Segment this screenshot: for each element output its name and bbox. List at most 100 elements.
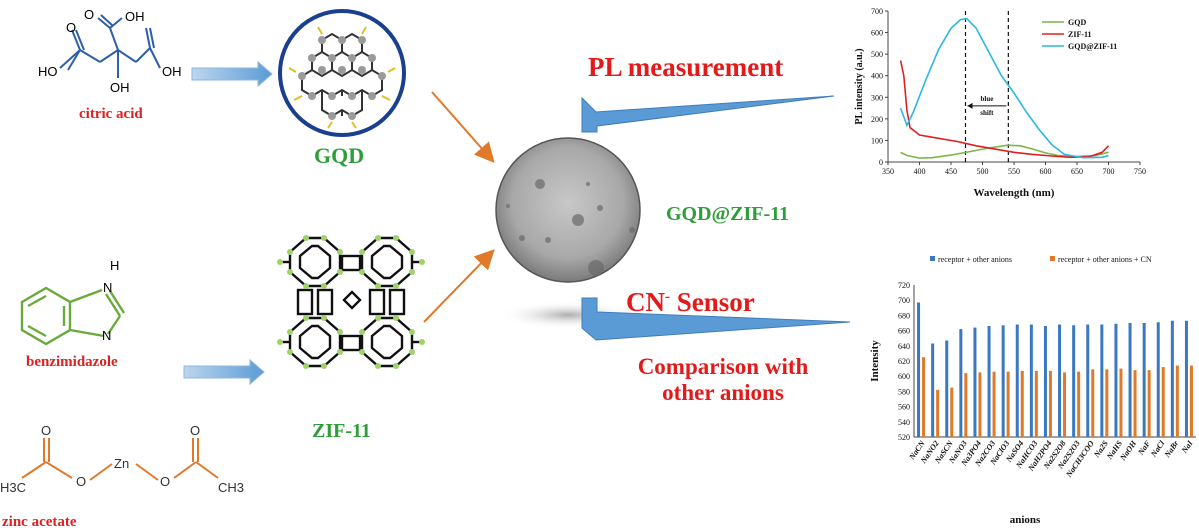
bar-anion-bar	[1156, 322, 1160, 437]
bar-cn-bar	[1034, 370, 1038, 437]
pl-x-tick-label: 500	[977, 167, 989, 176]
pl-y-tick-label: 600	[871, 29, 883, 38]
bar-legend-swatch	[1050, 256, 1055, 261]
bar-cn-bar	[978, 372, 982, 437]
bar-anion-bar	[1142, 323, 1146, 437]
pl-y-tick-label: 300	[871, 93, 883, 102]
bar-y-tick-label: 640	[898, 342, 910, 351]
bar-y-tick-label: 540	[898, 418, 910, 427]
bar-cn-bar	[964, 373, 968, 437]
pl-y-tick-label: 500	[871, 50, 883, 59]
zif-11-nodes	[277, 235, 425, 369]
bar-y-tick-label: 620	[898, 357, 910, 366]
arrow-to-bar-chart	[581, 297, 851, 341]
zif-11-framework	[280, 236, 422, 368]
zn-atom-o4: O	[190, 423, 201, 438]
bar-y-tick-label: 660	[898, 327, 910, 336]
bar-anion-bar	[973, 327, 977, 437]
bar-legend-label: receptor + other anions	[938, 255, 1012, 264]
citric-atom-oh1: OH	[125, 9, 145, 24]
bar-anion-bar	[1170, 320, 1174, 437]
bar-cn-bar	[922, 357, 926, 437]
gqd-graphene-circle	[278, 9, 406, 137]
bar-legend-swatch	[930, 256, 935, 261]
arrow-gqd-to-composite	[431, 91, 495, 163]
bar-y-tick-label: 600	[898, 372, 910, 381]
composite-label: GQD@ZIF-11	[666, 203, 790, 225]
bar-y-tick-label: 680	[898, 311, 910, 320]
bar-cn-bar	[1161, 367, 1165, 437]
cn-sensor-main: CN	[626, 287, 665, 317]
bar-cn-bar	[950, 387, 954, 437]
zn-atom-ch3: CH3	[218, 480, 245, 495]
benz-atom-h: H	[110, 258, 120, 273]
comparison-heading: Comparison with other anions	[612, 354, 834, 406]
bar-cn-bar	[1133, 370, 1137, 437]
pl-series-line	[899, 60, 1110, 159]
pl-measurement-heading: PL measurement	[588, 52, 784, 82]
comparison-line-2: other anions	[662, 380, 784, 405]
pl-x-tick-label: 750	[1134, 167, 1146, 176]
bar-cn-bar	[1006, 371, 1010, 437]
cn-sensor-rest: Sensor	[670, 287, 755, 317]
bar-y-tick-label: 520	[898, 433, 910, 442]
bar-anion-bar	[1058, 324, 1062, 437]
bar-anion-bar	[1001, 325, 1005, 437]
pl-y-axis-label: PL intensity (a.u.)	[854, 48, 865, 124]
pl-shift-arrowhead	[967, 102, 973, 109]
citric-atom-oh3: OH	[162, 64, 182, 79]
arrow-to-pl-chart	[581, 95, 835, 133]
zn-atom-o3: O	[160, 474, 171, 489]
zinc-acetate-label: zinc acetate	[2, 514, 77, 530]
bar-anion-bar	[987, 326, 991, 437]
zif-11-label: ZIF-11	[312, 420, 371, 442]
bar-anion-bar	[1086, 324, 1090, 437]
bar-y-tick-label: 580	[898, 387, 910, 396]
gqd-label: GQD	[314, 143, 365, 168]
pl-legend-label: ZIF-11	[1068, 30, 1092, 39]
bar-y-tick-label: 560	[898, 403, 910, 412]
zn-atom-zn: Zn	[114, 456, 130, 471]
citric-atom-ho: HO	[38, 64, 58, 79]
pl-x-tick-label: 650	[1071, 167, 1083, 176]
bar-cn-bar	[1147, 370, 1151, 437]
pl-x-tick-label: 450	[945, 167, 957, 176]
bar-x-axis-label: anions	[1010, 514, 1041, 526]
pl-legend-label: GQD	[1068, 18, 1086, 27]
arrow-citric-to-gqd	[191, 60, 273, 88]
arrow-benzimidazole-to-zif	[183, 358, 265, 386]
benzimidazole-label: benzimidazole	[26, 354, 118, 370]
zn-atom-o1: O	[41, 423, 52, 438]
bar-cn-bar	[1048, 370, 1052, 437]
citric-acid-structure	[59, 14, 161, 78]
pl-x-axis-label: Wavelength (nm)	[974, 187, 1055, 199]
bar-cn-bar	[1105, 369, 1109, 437]
bar-cn-bar	[1189, 365, 1193, 437]
bar-cn-bar	[936, 389, 940, 437]
zn-atom-h3c: H3C	[0, 480, 27, 495]
bar-anion-bar	[1128, 323, 1132, 437]
pl-y-tick-label: 400	[871, 72, 883, 81]
pl-y-tick-label: 700	[871, 7, 883, 16]
benz-atom-n2: N	[102, 328, 112, 343]
bar-cn-bar	[1091, 369, 1095, 437]
bar-cn-bar	[1063, 372, 1067, 437]
bar-anion-bar	[917, 302, 921, 437]
anion-comparison-chart: 520540560580600620640660680700720NaCNNaN…	[869, 255, 1196, 526]
pl-x-tick-label: 550	[1008, 167, 1020, 176]
pl-series-line	[899, 17, 1109, 159]
bar-anion-bar	[1100, 324, 1104, 437]
bar-anion-bar	[945, 340, 949, 437]
pl-x-tick-label: 600	[1040, 167, 1052, 176]
bar-anion-bar	[931, 343, 935, 437]
pl-annotation-text: blue	[980, 95, 993, 103]
bar-y-tick-label: 700	[898, 296, 910, 305]
pl-annotation-text: shift	[980, 109, 994, 117]
bar-anion-bar	[1114, 323, 1118, 437]
cn-sensor-sup: -	[665, 289, 670, 305]
bar-anion-bar	[1072, 325, 1076, 437]
bar-y-axis-label: Intensity	[869, 340, 881, 382]
bar-cn-bar	[1175, 365, 1179, 437]
arrow-zif-to-composite	[423, 249, 495, 323]
